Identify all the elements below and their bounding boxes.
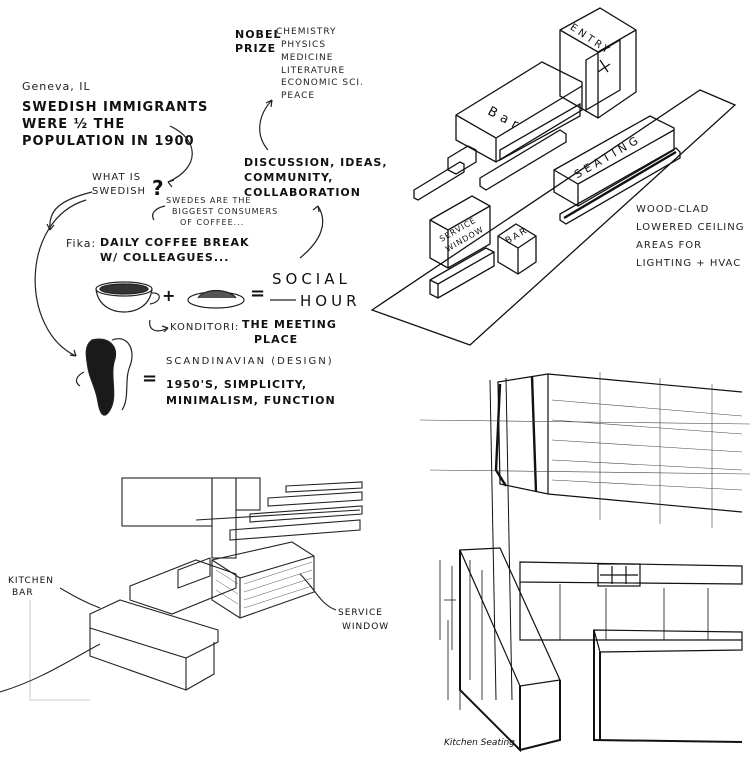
kitchen-bar-leader bbox=[59, 587, 101, 609]
arrow-fika bbox=[49, 191, 93, 231]
what-is-line-1: What is bbox=[92, 172, 142, 183]
arrow-immigrants bbox=[167, 125, 193, 183]
nobel-item-chemistry: Chemistry bbox=[276, 27, 337, 37]
wood-note-3: areas for bbox=[636, 240, 703, 251]
fika-line-1: Daily coffee break bbox=[100, 236, 250, 249]
discussion-line-1: Discussion, ideas, bbox=[244, 156, 388, 169]
konditori-label: Konditori: bbox=[170, 322, 240, 333]
small-bar-block bbox=[497, 223, 537, 275]
design-line-2: minimalism, function bbox=[166, 394, 336, 407]
question-mark: ? bbox=[152, 176, 165, 200]
equals-sign-1: = bbox=[250, 283, 267, 304]
back-counter bbox=[519, 561, 743, 585]
design-line-1: 1950's, simplicity, bbox=[166, 378, 308, 391]
service-window-block bbox=[429, 195, 491, 269]
fika-label: Fika: bbox=[66, 237, 97, 250]
sweden-map-icon bbox=[85, 338, 117, 416]
kitchen-bar-label-2: Bar bbox=[12, 588, 34, 598]
equals-sign-2: = bbox=[142, 368, 159, 389]
service-window-leader bbox=[299, 573, 337, 611]
immigrants-line-3: population in 1900 bbox=[22, 134, 195, 149]
nobel-item-peace: Peace bbox=[281, 91, 316, 101]
plus-sign: + bbox=[162, 286, 177, 305]
nobel-item-economics: Economic Sci. bbox=[281, 78, 364, 88]
stool-2 bbox=[447, 620, 461, 710]
seating-block bbox=[553, 115, 675, 207]
kitchen-bar-label-1: Kitchen bbox=[8, 576, 54, 586]
wood-note-1: Wood-clad bbox=[636, 204, 710, 215]
social-line-2: Hour bbox=[300, 292, 361, 310]
right-counter-top bbox=[593, 629, 743, 653]
immigrants-line-1: Swedish immigrants bbox=[22, 100, 209, 115]
plan-ground-plane bbox=[370, 89, 737, 346]
wood-note-2: lowered ceiling bbox=[636, 222, 745, 233]
scandinavian-label: Scandinavian (Design) bbox=[166, 356, 334, 367]
immigrants-line-2: were ½ the bbox=[22, 117, 126, 132]
swedes-line-2: biggest consumers bbox=[172, 207, 279, 216]
bar-block bbox=[455, 61, 583, 163]
discussion-line-3: collaboration bbox=[244, 186, 361, 199]
kitchen-seating-label: Kitchen Seating bbox=[444, 738, 515, 748]
nobel-label-2: Prize bbox=[235, 42, 277, 55]
what-is-line-2: Swedish bbox=[92, 186, 147, 197]
service-window-label-2: Window bbox=[342, 622, 390, 632]
swedes-line-3: of coffee... bbox=[180, 218, 245, 227]
wood-note-4: lighting + HVAC bbox=[636, 258, 742, 269]
nobel-item-literature: Literature bbox=[281, 66, 346, 76]
sink-cabinet bbox=[597, 563, 641, 587]
arrow-design bbox=[34, 199, 87, 357]
nobel-item-physics: Physics bbox=[281, 40, 327, 50]
fika-line-2: w/ colleagues... bbox=[100, 251, 230, 264]
social-line-1: Social bbox=[272, 270, 351, 288]
stool-1 bbox=[439, 560, 456, 650]
soffit-front bbox=[497, 373, 549, 495]
konditori-line-2: place bbox=[254, 333, 299, 346]
stair-1 bbox=[229, 519, 361, 541]
arrow-discussion bbox=[299, 205, 324, 259]
konditori-line-1: The meeting bbox=[242, 318, 337, 331]
arrow-konditori bbox=[149, 319, 169, 332]
swedes-line-1: Swedes are the bbox=[166, 196, 252, 205]
nobel-label-1: Nobel bbox=[235, 28, 282, 41]
discussion-line-2: community, bbox=[244, 171, 334, 184]
arrow-nobel bbox=[259, 99, 273, 151]
kitchen-counter bbox=[129, 559, 237, 615]
service-window-label-1: Service bbox=[338, 608, 383, 618]
entry-box bbox=[559, 7, 637, 119]
brick-wall bbox=[211, 541, 315, 619]
geneva-label: Geneva, IL bbox=[22, 80, 91, 93]
nobel-item-medicine: Medicine bbox=[281, 53, 334, 63]
